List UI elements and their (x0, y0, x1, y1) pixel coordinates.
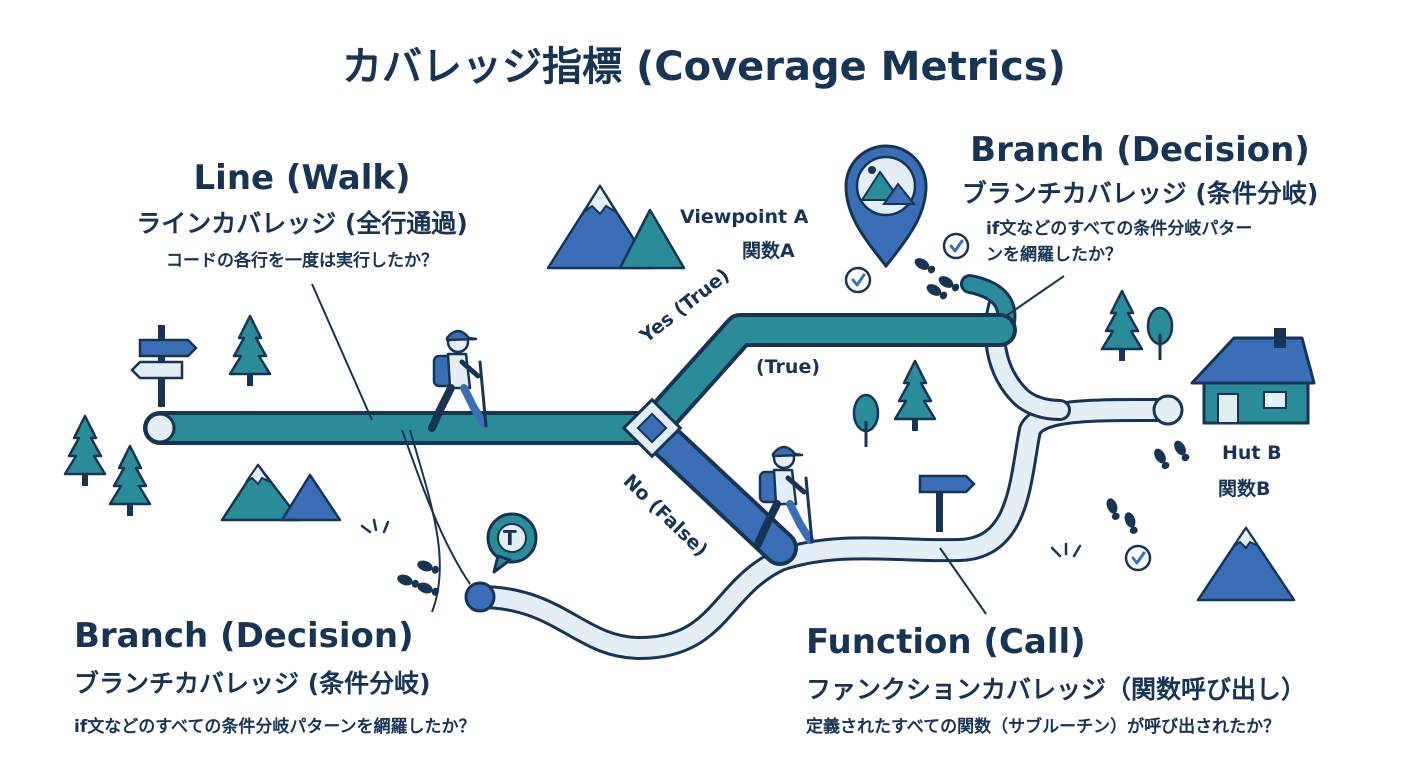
hut-name: Hut B (1222, 442, 1282, 464)
check-icon (1124, 544, 1152, 572)
sparkle-marks (360, 518, 1082, 558)
true-label: (True) (756, 356, 821, 378)
branch-bottom-subheading: ブランチカバレッジ (条件分岐) (74, 669, 431, 698)
viewpoint-function: 関数A (742, 240, 795, 262)
function-question: 定義されたすべての関数（サブルーチン）が呼び出されたか？ (806, 717, 1281, 737)
mountains-left (220, 463, 342, 522)
line-question: コードの各行を一度は実行したか？ (166, 251, 438, 271)
signpost-middle (918, 474, 976, 532)
pine-tree (1100, 289, 1144, 363)
line-heading: Line (Walk) (193, 158, 411, 198)
leader-lines (311, 275, 1065, 615)
mountains-top (546, 184, 686, 270)
viewpoint-name: Viewpoint A (680, 206, 809, 228)
deciduous-tree (852, 393, 880, 449)
hut-trail-end (1152, 394, 1184, 426)
pine-tree (228, 314, 272, 388)
branch-top-question-line2: ンを網羅したか？ (986, 245, 1122, 265)
signpost-left (130, 325, 198, 407)
hut-function: 関数B (1218, 478, 1271, 500)
function-subheading: ファンクションカバレッジ（関数呼び出し） (806, 675, 1307, 704)
branch-top-heading: Branch (Decision) (970, 130, 1310, 170)
branch-bottom-heading: Branch (Decision) (74, 616, 414, 656)
branch-start-node (464, 581, 496, 613)
branch-bottom-question: if文などのすべての条件分岐パターンを網羅したか？ (74, 717, 476, 737)
pine-tree (108, 444, 152, 518)
line-subheading: ラインカバレッジ (全行通過) (136, 209, 468, 238)
hut-icon (1190, 328, 1316, 425)
check-icon (942, 232, 970, 260)
branch-top-subheading: ブランチカバレッジ (条件分岐) (961, 179, 1319, 208)
trail-main-line (143, 313, 1017, 445)
bubble-letter: T (503, 526, 517, 550)
viewpoint-pin-icon (844, 144, 928, 269)
decision-node (621, 397, 683, 459)
check-icon (844, 266, 872, 294)
branch-top-question-line1: if文などのすべての条件分岐パター (986, 219, 1253, 239)
mountain-right (1196, 526, 1296, 602)
trail-no-branch (634, 410, 798, 566)
function-heading: Function (Call) (806, 622, 1086, 662)
pine-tree (63, 414, 107, 488)
page-title: カバレッジ指標 (Coverage Metrics) (342, 44, 1066, 90)
pine-tree (893, 359, 937, 433)
line-start-node (144, 412, 176, 444)
speech-bubble-icon (486, 512, 538, 574)
deciduous-tree (1146, 306, 1174, 362)
